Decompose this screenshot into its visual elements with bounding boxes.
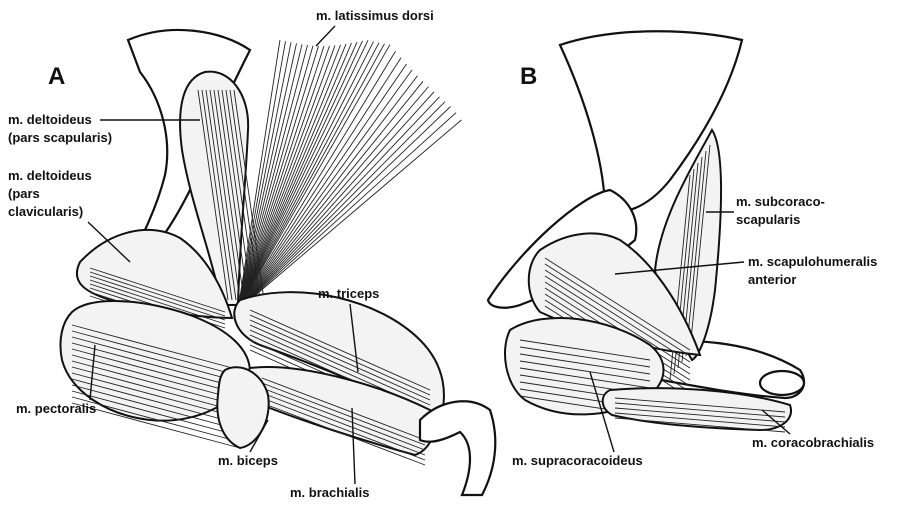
panel-a-drawing	[60, 30, 495, 495]
panel-label-a: A	[48, 63, 65, 90]
label-coracobrachialis: m. coracobrachialis	[752, 435, 874, 450]
forearm-outline	[420, 401, 495, 495]
label-brachialis: m. brachialis	[290, 485, 369, 500]
latissimus-dorsi-muscle	[238, 40, 462, 310]
label-pectoralis: m. pectoralis	[16, 401, 96, 416]
humerus-head	[760, 371, 804, 395]
label-deltoideus-clavicularis-1: m. deltoideus	[8, 168, 92, 183]
label-deltoideus-scapularis-1: m. deltoideus	[8, 112, 92, 127]
label-scapulohumeralis-2: anterior	[748, 272, 796, 287]
label-subcoracoscapularis-1: m. subcoraco-	[736, 194, 825, 209]
label-deltoideus-clavicularis-2: (pars	[8, 186, 40, 201]
label-supracoracoideus: m. supracoracoideus	[512, 453, 643, 468]
label-scapulohumeralis-1: m. scapulohumeralis	[748, 254, 877, 269]
label-biceps: m. biceps	[218, 453, 278, 468]
label-subcoracoscapularis-2: scapularis	[736, 212, 800, 227]
label-deltoideus-scapularis-2: (pars scapularis)	[8, 130, 112, 145]
label-latissimus-dorsi: m. latissimus dorsi	[316, 8, 434, 23]
label-triceps: m. triceps	[318, 286, 379, 301]
panel-b-drawing	[488, 31, 804, 432]
label-deltoideus-clavicularis-3: clavicularis)	[8, 204, 83, 219]
panel-label-b: B	[520, 63, 537, 90]
biceps-muscle	[217, 367, 268, 448]
